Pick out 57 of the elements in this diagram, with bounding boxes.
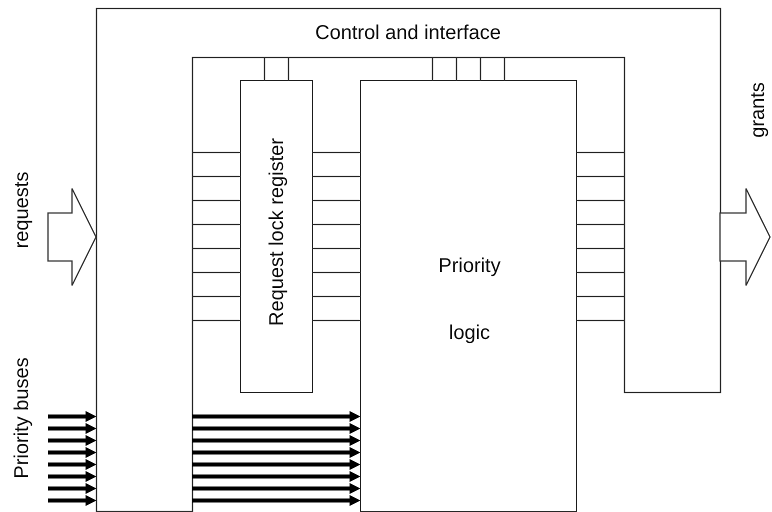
connection-line	[312, 248, 360, 250]
connection-line	[456, 57, 458, 80]
bus-arrow	[48, 483, 97, 494]
connection-line	[192, 296, 240, 298]
block-arrow	[719, 188, 771, 286]
bus-arrow	[192, 459, 361, 470]
connection-line	[192, 272, 240, 274]
connection-line	[312, 272, 360, 274]
connection-line	[312, 320, 360, 322]
connection-line	[312, 176, 360, 178]
connection-line	[576, 152, 624, 154]
connection-line	[576, 200, 624, 202]
bus-arrow	[48, 423, 97, 434]
connection-line	[312, 152, 360, 154]
connection-line	[192, 224, 240, 226]
connection-line	[312, 296, 360, 298]
rotated-label: Priority buses	[10, 356, 34, 481]
register-block	[240, 80, 313, 393]
bus-arrow	[192, 495, 361, 506]
connection-line	[576, 248, 624, 250]
bus-arrow	[48, 447, 97, 458]
bus-arrow	[48, 495, 97, 506]
rotated-label: grants	[746, 81, 770, 140]
rotated-label: requests	[10, 170, 34, 250]
connection-line	[192, 176, 240, 178]
connection-line	[576, 296, 624, 298]
connection-line	[576, 176, 624, 178]
connection-line	[480, 57, 482, 80]
connection-line	[432, 57, 434, 80]
connection-line	[264, 57, 266, 80]
bus-arrow	[48, 459, 97, 470]
connection-line	[312, 200, 360, 202]
connection-line	[288, 57, 290, 80]
block-label: Control and interface	[314, 21, 502, 45]
logic-block	[360, 80, 577, 512]
connection-line	[192, 248, 240, 250]
bus-arrow	[192, 423, 361, 434]
bus-arrow	[48, 471, 97, 482]
block-arrow	[47, 188, 97, 286]
bus-arrow	[192, 435, 361, 446]
connection-line	[192, 320, 240, 322]
connection-line	[576, 272, 624, 274]
bus-arrow	[48, 411, 97, 422]
connection-line	[312, 224, 360, 226]
interface-block	[96, 8, 721, 512]
bus-arrow	[192, 411, 361, 422]
connection-line	[576, 320, 624, 322]
bus-arrow	[192, 471, 361, 482]
block-label: Request lock register	[264, 136, 288, 328]
connection-line	[192, 200, 240, 202]
block-label: Priority logic	[437, 254, 502, 346]
bus-arrow	[192, 447, 361, 458]
bus-arrow	[192, 483, 361, 494]
bus-arrow	[48, 435, 97, 446]
connection-line	[192, 152, 240, 154]
connection-line	[504, 57, 506, 80]
connection-line	[576, 224, 624, 226]
